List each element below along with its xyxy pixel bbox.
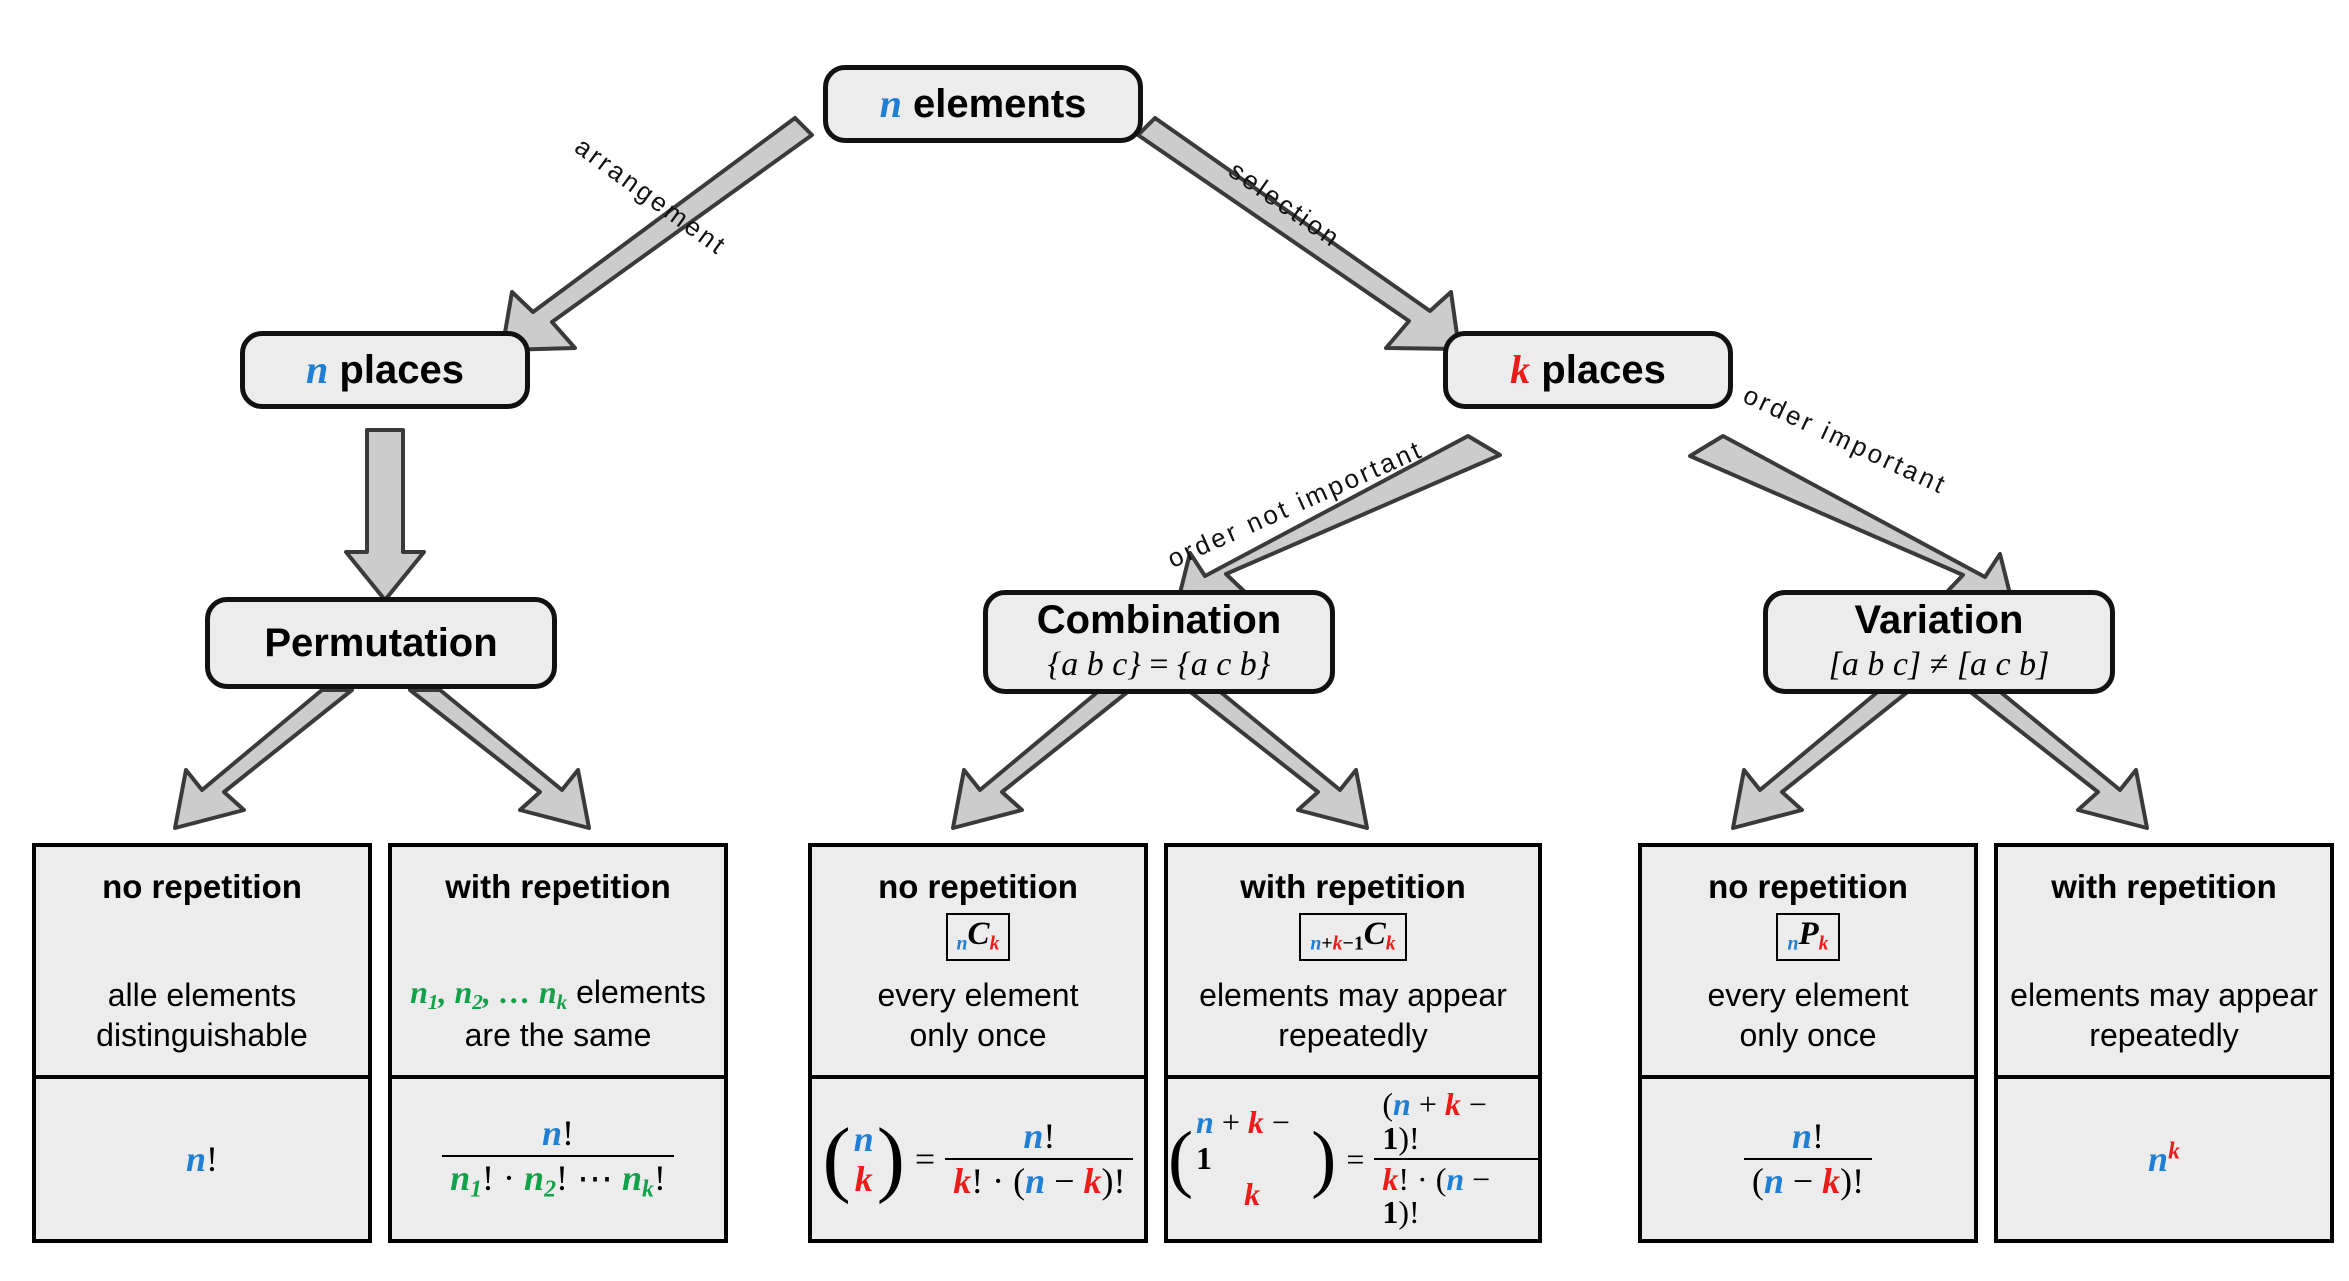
node-variation-subtitle: [a b c] ≠ [a c b]	[1828, 646, 2050, 684]
leaf-description: alle elements distinguishable	[96, 977, 308, 1053]
leaf-formula: n! n1! · n2! ⋯ nk!	[392, 1075, 724, 1239]
notation-badge-nPk: nPk	[1776, 913, 1840, 961]
edge-label-selection: selection	[1223, 154, 1348, 254]
leaf-body: no repetition nCk every element only onc…	[812, 847, 1144, 1075]
variable-n: n	[879, 81, 902, 126]
leaf-formula: nk	[1998, 1075, 2330, 1239]
arrow-permutation-to-with-repetition	[408, 688, 591, 830]
leaf-combination-no-repetition[interactable]: no repetition nCk every element only onc…	[808, 843, 1148, 1243]
node-variation-title: Variation	[1854, 598, 2024, 643]
node-n-places-title: n places	[306, 347, 464, 392]
leaf-permutation-with-repetition[interactable]: with repetition n1, n2, … nk elements ar…	[388, 843, 728, 1243]
arrow-k-places-to-variation	[1688, 434, 2016, 612]
arrow-n-places-to-permutation	[344, 428, 426, 602]
leaf-heading: no repetition	[102, 868, 302, 905]
leaf-description: every element only once	[877, 977, 1079, 1053]
leaf-body: with repetition n1, n2, … nk elements ar…	[392, 847, 724, 1075]
leaf-permutation-no-repetition[interactable]: no repetition alle elements distinguisha…	[32, 843, 372, 1243]
leaf-combination-with-repetition[interactable]: with repetition n+k−1Ck elements may app…	[1164, 843, 1542, 1243]
arrow-combination-to-with-repetition	[1186, 688, 1369, 830]
node-n-places[interactable]: n places	[240, 331, 530, 409]
leaf-body: with repetition n+k−1Ck elements may app…	[1168, 847, 1538, 1075]
leaf-heading: no repetition	[1708, 868, 1908, 905]
arrow-permutation-to-no-repetition	[173, 688, 354, 830]
edge-label-arrangement: arrangement	[569, 130, 734, 262]
edge-label-order-important: order important	[1738, 379, 1953, 501]
node-combination-title: Combination	[1036, 598, 1282, 643]
node-combination[interactable]: Combination {a b c} = {a c b}	[983, 590, 1335, 694]
node-combination-subtitle: {a b c} = {a c b}	[1047, 646, 1271, 684]
arrow-root-to-n-places	[500, 116, 814, 352]
node-permutation[interactable]: Permutation	[205, 597, 557, 689]
leaf-description: elements may appear repeatedly	[1199, 977, 1507, 1053]
variable-n: n	[306, 347, 329, 392]
leaf-heading: no repetition	[878, 868, 1078, 905]
node-k-places-title: k places	[1510, 347, 1666, 392]
node-k-places[interactable]: k places	[1443, 331, 1733, 409]
group-sizes-expression: n1, n2, … nk	[410, 973, 568, 1014]
leaf-variation-with-repetition[interactable]: with repetition elements may appear repe…	[1994, 843, 2334, 1243]
leaf-heading: with repetition	[2051, 868, 2277, 905]
leaf-description: n1, n2, … nk elements are the same	[410, 973, 706, 1053]
leaf-body: no repetition nPk every element only onc…	[1642, 847, 1974, 1075]
notation-badge-nCk: nCk	[945, 913, 1011, 961]
node-n-elements-title: n elements	[879, 81, 1087, 126]
edge-label-order-not-important: order not important	[1162, 433, 1428, 574]
leaf-heading: with repetition	[445, 868, 671, 905]
notation-badge-n-plus-k-minus-1-C-k: n+k−1Ck	[1299, 913, 1407, 961]
node-variation[interactable]: Variation [a b c] ≠ [a c b]	[1763, 590, 2115, 694]
leaf-description: elements may appear repeatedly	[2010, 977, 2318, 1053]
variable-k: k	[1510, 347, 1531, 392]
leaf-body: no repetition alle elements distinguisha…	[36, 847, 368, 1075]
node-permutation-title: Permutation	[264, 621, 498, 665]
leaf-heading: with repetition	[1240, 868, 1466, 905]
leaf-body: with repetition elements may appear repe…	[1998, 847, 2330, 1075]
leaf-formula: n! (n − k)!	[1642, 1075, 1974, 1239]
arrow-combination-to-no-repetition	[951, 688, 1132, 830]
leaf-formula: n!	[36, 1075, 368, 1239]
node-n-elements[interactable]: n elements	[823, 65, 1143, 143]
arrow-variation-to-with-repetition	[1966, 688, 2149, 830]
arrow-variation-to-no-repetition	[1731, 688, 1912, 830]
leaf-variation-no-repetition[interactable]: no repetition nPk every element only onc…	[1638, 843, 1978, 1243]
leaf-description: every element only once	[1707, 977, 1909, 1053]
